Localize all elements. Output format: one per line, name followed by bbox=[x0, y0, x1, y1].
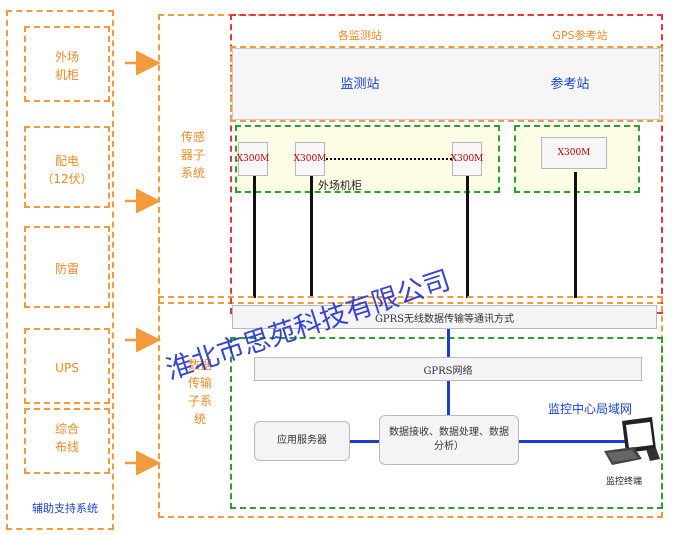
x300m-reference-device: X300M bbox=[541, 137, 607, 169]
x300m-device-1: X300M bbox=[237, 142, 269, 176]
device-chain-dotted bbox=[326, 158, 452, 160]
connector-1 bbox=[253, 176, 256, 298]
server-link bbox=[350, 440, 379, 443]
field-cabinet-label: 外场机柜 bbox=[318, 179, 362, 192]
support-item-cabinet: 外场 机柜 bbox=[24, 26, 110, 102]
gprs-link-top bbox=[447, 329, 450, 357]
support-system-label: 辅助支持系统 bbox=[32, 502, 98, 515]
connector-ref bbox=[574, 172, 577, 298]
gprs-link-mid bbox=[447, 381, 450, 415]
stations-header-panel bbox=[232, 48, 660, 120]
gprs-wireless-bar: GPRS无线数据传输等通讯方式 bbox=[232, 305, 657, 329]
app-server-box: 应用服务器 bbox=[254, 421, 350, 461]
gps-reference-label: GPS参考站 bbox=[552, 29, 608, 42]
data-processing-box: 数据接收、数据处理、数据分析） bbox=[379, 415, 519, 465]
x300m-device-2: X300M bbox=[294, 142, 326, 176]
monitor-station-title: 监测站 bbox=[340, 77, 380, 92]
support-item-power: 配电 （12伏） bbox=[24, 126, 110, 208]
support-item-lightning: 防雷 bbox=[24, 226, 110, 308]
transmission-subsystem-label: 数据 传输 子系 统 bbox=[187, 358, 212, 426]
stations-group-label: 各监测站 bbox=[338, 29, 382, 42]
terminal-label: 监控终端 bbox=[606, 477, 643, 487]
sensor-subsystem-label: 传感 器子 系统 bbox=[180, 130, 205, 180]
reference-station-title: 参考站 bbox=[550, 77, 590, 92]
support-item-cabling: 综合 布线 bbox=[24, 408, 110, 474]
connector-2 bbox=[310, 176, 313, 298]
support-system-frame bbox=[6, 10, 114, 530]
x300m-device-3: X300M bbox=[451, 142, 483, 176]
gprs-network-bar: GPRS网络 bbox=[254, 357, 642, 381]
support-item-ups: UPS bbox=[24, 328, 110, 404]
connector-3 bbox=[466, 176, 469, 298]
stations-header-dash bbox=[230, 46, 663, 122]
terminal-link bbox=[519, 440, 625, 443]
lan-frame bbox=[230, 337, 663, 509]
computer-monitor-icon bbox=[604, 417, 660, 465]
lan-title: 监控中心局域网 bbox=[548, 402, 633, 416]
